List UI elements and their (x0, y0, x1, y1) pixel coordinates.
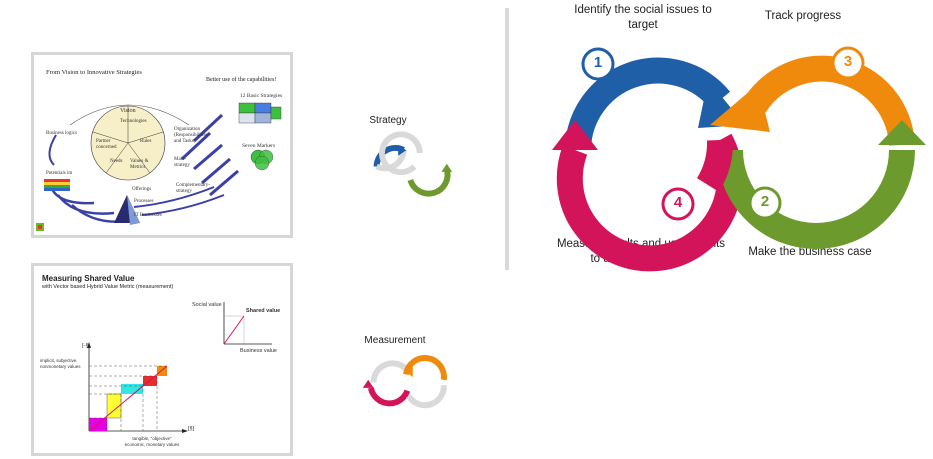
slide1-title: From Vision to Innovative Strategies (46, 69, 142, 76)
slide2-x-unit: [§] (188, 426, 195, 432)
slide1-main-strategy: Main-strategy (174, 157, 190, 168)
slide1-organization: Organization (174, 127, 201, 132)
slide1-it-businesses: IT Businesses (134, 213, 162, 218)
slide1-potentials: Potentials im (46, 171, 73, 176)
slide2-business-value: Business value (240, 348, 277, 354)
slide1-offerings: Offerings (132, 187, 152, 192)
slide1-rules: Rules (140, 139, 152, 144)
step3-number: 3 (843, 53, 853, 70)
slide2-y-unit: [-§] (82, 343, 90, 349)
slide1-organization-sub: (Responsibilities and Tasks) (174, 133, 208, 144)
slide1-subtitle: Better use of the capabilities! (206, 77, 277, 83)
slide2-social-value: Social value (192, 302, 222, 308)
main-cycle-diagram (552, 46, 926, 272)
slide1-technologies: Technologies (120, 119, 147, 124)
strategy-label: Strategy (369, 115, 407, 126)
vision-diagram (36, 102, 282, 231)
slide2-title: Measuring Shared Value (42, 274, 135, 283)
vertical-divider (505, 8, 509, 270)
slide1-basic-strategies: 12 Basic Strategies (240, 93, 283, 99)
measurement-label: Measurement (364, 335, 426, 346)
step2-number: 2 (760, 193, 770, 210)
step2-label: Make the business case (748, 246, 872, 258)
slide2-subtitle: with Vector based Hybrid Value Metric (m… (42, 284, 174, 290)
slide1-processes: Processes (134, 199, 154, 204)
step3-label: Track progress (764, 10, 842, 22)
slide1-complementary: Complementary-strategy (176, 183, 210, 194)
slide2-x-desc: tangible, "objective" economic, monetary… (124, 436, 180, 447)
slide2-y-desc: implicit, subjective, nonmonetary values (40, 358, 81, 369)
step1-label: Identify the social issues to target (574, 4, 712, 31)
shared-value-chart (87, 302, 272, 433)
step4-number: 4 (673, 194, 683, 211)
slide2-shared-value: Shared value (246, 308, 281, 314)
step1-number: 1 (593, 54, 603, 71)
strategy-mini-cycle (373, 131, 453, 197)
slide1-seven-markers: Seven Markers (242, 143, 276, 149)
measurement-mini-cycle (362, 355, 447, 409)
slide-measuring-shared-value: Measuring Shared Value with Vector based… (31, 263, 293, 456)
slide1-needs: Needs (110, 159, 123, 164)
slide-vision-strategies: From Vision to Innovative Strategies Bet… (31, 52, 293, 238)
slide1-vision: Vision (120, 108, 136, 114)
slide1-values: Values & Metrics (130, 159, 149, 170)
slide1-business-logics: Business logics (46, 131, 77, 136)
slide1-partner: Partner concerned (96, 139, 117, 150)
